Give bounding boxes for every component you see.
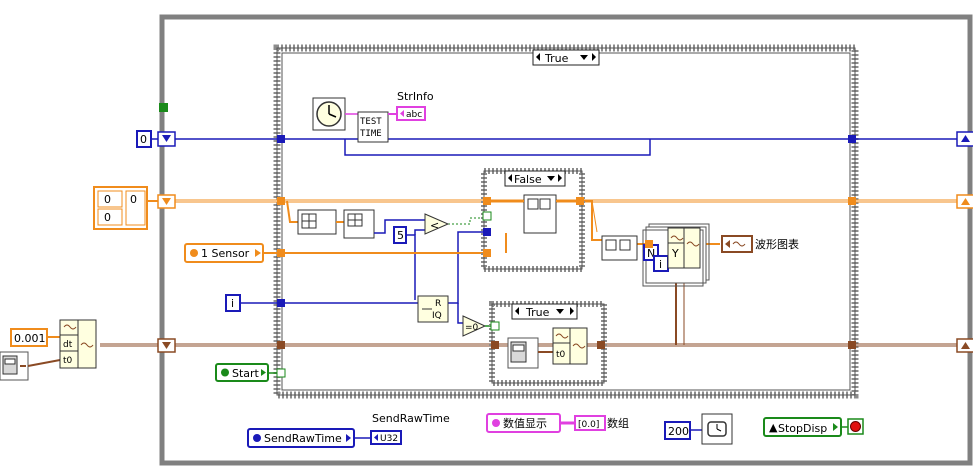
equal-zero-node: =0 [462,315,487,337]
array-constant[interactable]: 0 0 0 [93,186,148,230]
send-raw-time-control[interactable]: SendRawTime [247,428,355,448]
svg-text:dt: dt [63,340,73,350]
svg-text:0: 0 [104,193,111,206]
svg-text:StopDisp: StopDisp [778,422,827,435]
svg-text:U32: U32 [380,434,398,444]
waveform-chart-terminal [721,235,753,253]
svg-text:0: 0 [140,133,147,146]
send-raw-time-label: SendRawTime [372,412,450,425]
svg-text:0.001: 0.001 [14,332,46,345]
svg-text:i: i [231,297,234,310]
svg-text:5: 5 [397,229,404,242]
waveform-subset-node: Y [667,227,701,269]
inner-false-selector[interactable]: False [504,170,566,187]
svg-text:False: False [514,173,542,186]
index-array-node [601,235,638,261]
svg-text:True: True [525,306,550,319]
waveform-chart-label: 波形图表 [755,237,799,251]
timestamp-icon-left [0,351,29,381]
array-indicator: [0.0] [574,415,606,431]
svg-text:=0: =0 [465,323,479,333]
shift-register-left-blue [157,131,176,147]
svg-text:TEST: TEST [360,117,382,127]
array-subset-node [297,209,337,235]
blue-wire [175,138,960,324]
svg-text:Y: Y [671,247,679,260]
quotient-remainder-node: R IQ [417,295,449,323]
svg-text:<: < [430,219,439,232]
timestamp-icon-inner [507,337,539,369]
array-label: 数组 [607,416,629,430]
svg-text:SendRawTime: SendRawTime [264,432,342,445]
iteration-terminal: i [225,294,241,312]
svg-text:Start: Start [232,367,260,380]
stop-disp-control[interactable]: ▲ StopDisp [763,417,842,437]
numeric-constant-zero[interactable]: 0 [136,130,152,148]
wait-ms-icon [701,413,733,445]
stop-icon [847,418,864,435]
case-tunnels [276,135,856,378]
svg-text:[0.0]: [0.0] [578,420,599,430]
svg-text:TIME: TIME [360,129,382,139]
compare-less-node: < [424,213,450,235]
numeric-constant-five[interactable]: 5 [393,226,407,244]
dt-constant[interactable]: 0.001 [10,328,48,347]
svg-text:IQ: IQ [432,311,442,321]
svg-text:▲: ▲ [769,421,778,434]
svg-text:t0: t0 [556,350,566,360]
wait-ms-constant[interactable]: 200 [664,421,691,440]
svg-text:i: i [659,258,662,271]
loop-iteration-i: i [653,255,669,272]
while-loop-frame [159,14,973,466]
build-waveform-node: dt t0 [59,319,97,369]
numeric-display-control[interactable]: 数值显示 [486,413,561,433]
svg-text:R: R [435,299,441,309]
svg-text:abc: abc [406,110,422,120]
set-waveform-t0-node: t0 [552,327,588,365]
main-case-selector[interactable]: True [532,49,600,66]
array-size-node [343,209,375,239]
green-dotted-wire [448,217,485,225]
shift-register-left-orange [157,194,176,209]
strinfo-label: StrInfo [397,90,434,103]
svg-text:数值显示: 数值显示 [503,417,547,430]
svg-text:0: 0 [104,211,111,224]
start-control[interactable]: Start [215,363,269,382]
loop-conditional-indicator [159,103,168,112]
u32-indicator: U32 [370,430,402,445]
strinfo-indicator: abc [396,106,426,121]
svg-text:N: N [647,247,655,260]
svg-text:200: 200 [668,425,689,438]
shift-register-left-brown [157,338,176,353]
shift-register-right-brown [956,338,973,353]
test-time-subvi: TEST TIME [357,111,389,143]
svg-text:0: 0 [130,193,137,206]
inner-true-selector[interactable]: True [511,303,578,320]
inner-false-array-node [523,194,557,234]
shift-register-right-orange [956,194,973,209]
svg-text:t0: t0 [63,356,73,366]
main-case-label: True [544,52,569,65]
svg-text:1 Sensor: 1 Sensor [201,247,250,260]
clock-icon [312,97,346,131]
sensor-control[interactable]: 1 Sensor [184,243,264,263]
shift-register-right-blue [956,131,973,147]
